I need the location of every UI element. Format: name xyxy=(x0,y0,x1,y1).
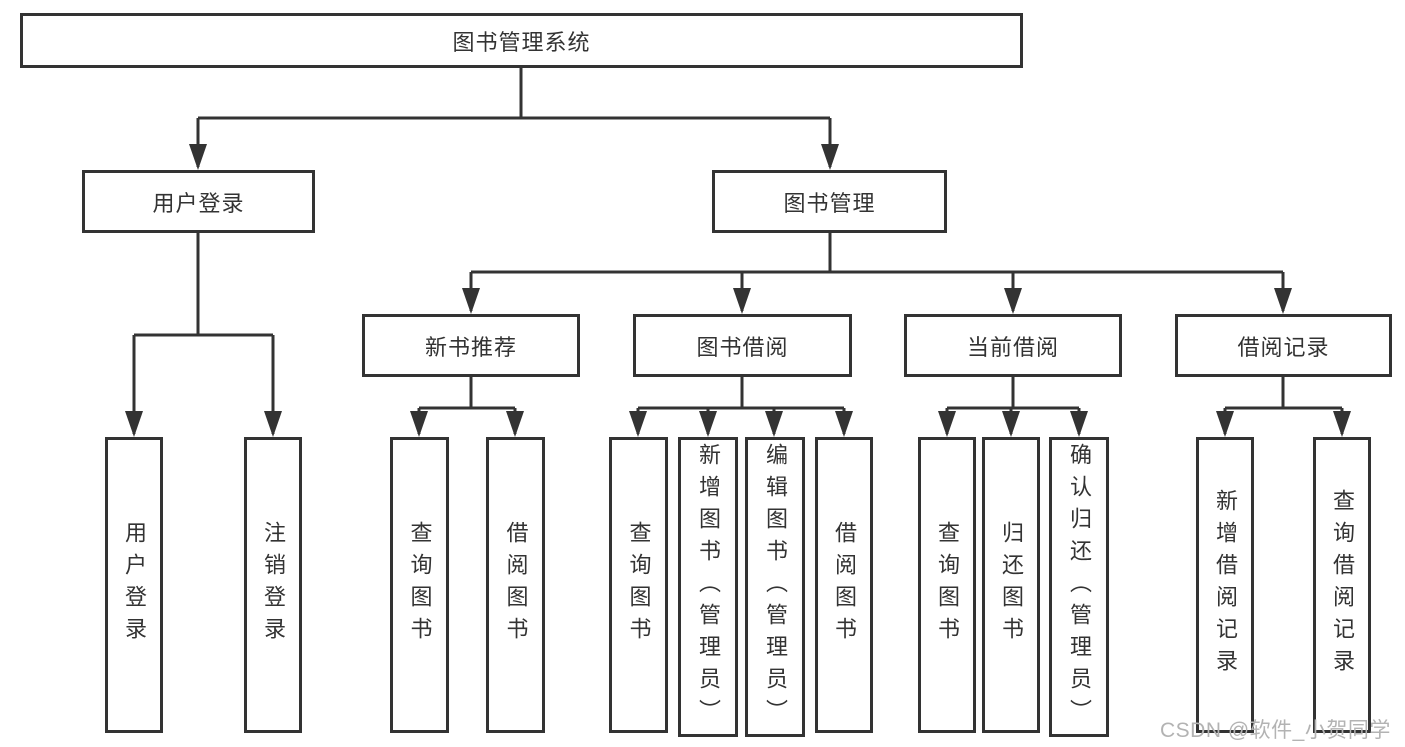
node-logout: 注销登录 xyxy=(244,437,302,733)
node-current-borrowing: 当前借阅 xyxy=(904,314,1122,377)
node-query-borrow-record: 查询借阅记录 xyxy=(1313,437,1371,733)
node-borrowing-records: 借阅记录 xyxy=(1175,314,1392,377)
csdn-watermark: CSDN @软件_小贺同学 xyxy=(1160,719,1391,742)
connector-paths xyxy=(132,68,1344,434)
node-book-borrowing: 图书借阅 xyxy=(633,314,852,377)
node-query-books-2: 查询图书 xyxy=(609,437,668,733)
node-add-books-admin: 新增图书（管理员） xyxy=(678,437,738,737)
node-library-management-system: 图书管理系统 xyxy=(20,13,1023,68)
arrowheads xyxy=(125,144,1351,437)
node-borrow-books-1: 借阅图书 xyxy=(486,437,545,733)
node-return-books: 归还图书 xyxy=(982,437,1040,733)
node-confirm-return-admin: 确认归还（管理员） xyxy=(1049,437,1109,737)
node-query-books-3: 查询图书 xyxy=(918,437,976,733)
node-user-login: 用户登录 xyxy=(82,170,315,233)
node-borrow-books-2: 借阅图书 xyxy=(815,437,873,733)
node-book-management: 图书管理 xyxy=(712,170,947,233)
node-edit-books-admin: 编辑图书（管理员） xyxy=(745,437,805,737)
node-query-books-1: 查询图书 xyxy=(390,437,449,733)
node-add-borrow-record: 新增借阅记录 xyxy=(1196,437,1254,733)
node-user-login-leaf: 用户登录 xyxy=(105,437,163,733)
node-new-book-recommend: 新书推荐 xyxy=(362,314,580,377)
